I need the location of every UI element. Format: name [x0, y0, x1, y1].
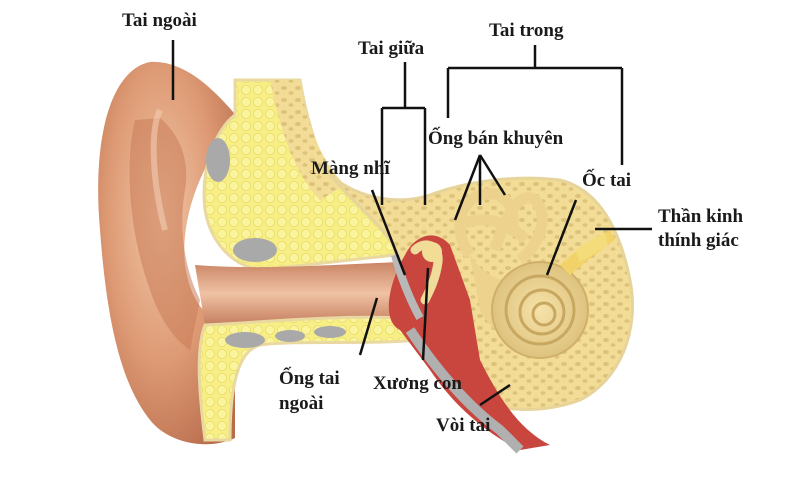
ear-canal	[195, 262, 405, 325]
label-semicircular-canals: Ống bán khuyên	[428, 128, 564, 149]
leader-lines	[171, 40, 652, 407]
lower-tissue	[197, 315, 423, 442]
label-ossicles: Xương con	[373, 373, 462, 394]
upper-tissue	[202, 78, 397, 272]
label-eustachian-tube: Vòi tai	[436, 415, 491, 436]
label-cochlea: Ốc tai	[582, 170, 632, 191]
label-ear-canal-line1: Ống tai	[279, 368, 340, 389]
label-inner-ear: Tai trong	[489, 20, 564, 41]
auditory-nerve	[560, 230, 615, 275]
label-auditory-nerve-line1: Thần kinh	[658, 206, 744, 227]
label-auditory-nerve-line2: thính giác	[658, 230, 739, 251]
cochlea	[491, 261, 589, 359]
label-ear-canal-line2: ngoài	[279, 393, 324, 414]
label-middle-ear: Tai giữa	[358, 38, 425, 59]
label-eardrum: Màng nhĩ	[311, 158, 390, 179]
label-outer-ear: Tai ngoài	[122, 10, 197, 31]
